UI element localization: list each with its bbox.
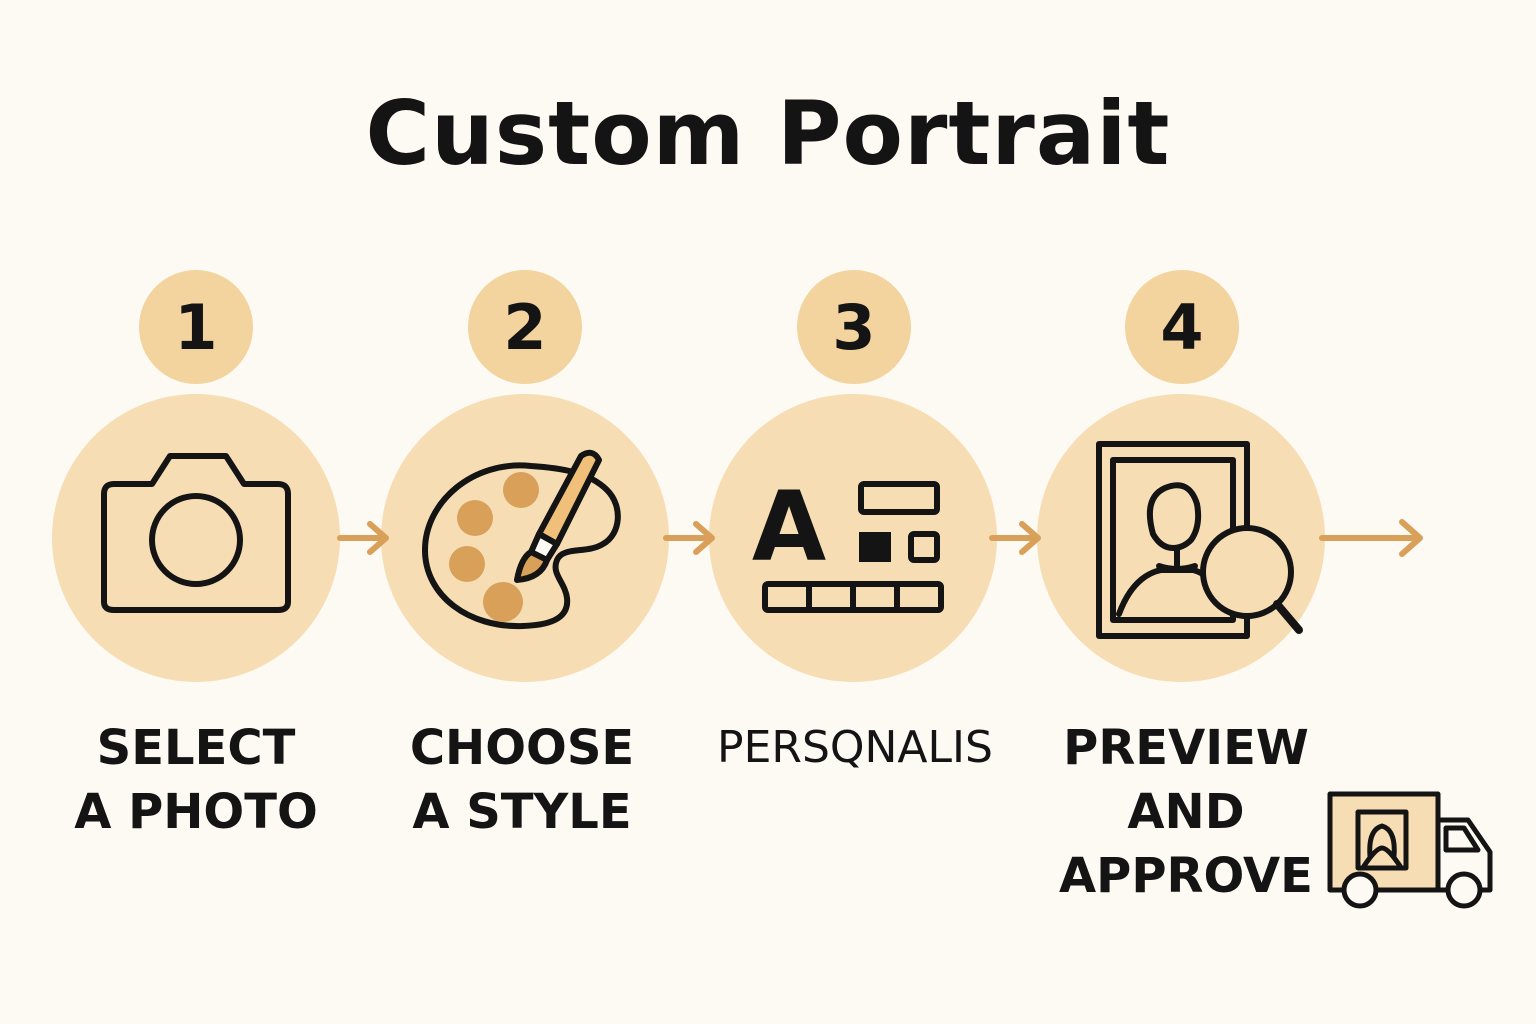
step-3-disc: A bbox=[709, 394, 997, 682]
delivery-truck-icon bbox=[1327, 791, 1493, 909]
step-4-label-line-3: APPROVE bbox=[1059, 848, 1313, 904]
step-4-disc bbox=[1037, 394, 1325, 682]
step-1-number: 1 bbox=[139, 270, 253, 384]
text-layout-icon: A bbox=[752, 471, 944, 613]
step-3-label-line-1: PERSQNALIS bbox=[717, 722, 993, 773]
arrow-2-to-3 bbox=[663, 521, 715, 555]
step-4-label: PREVIEW AND APPROVE bbox=[1036, 716, 1336, 908]
palette-brush-icon bbox=[422, 449, 621, 630]
step-3-number: 3 bbox=[797, 270, 911, 384]
step-2-label-line-1: CHOOSE bbox=[409, 720, 635, 776]
step-4-label-line-2: AND bbox=[1127, 784, 1245, 840]
step-2-number: 2 bbox=[468, 270, 582, 384]
camera-icon bbox=[101, 453, 291, 613]
step-3-label: PERSQNALIS bbox=[700, 716, 1010, 780]
arrow-1-to-2 bbox=[337, 521, 389, 555]
step-1-disc bbox=[52, 394, 340, 682]
arrow-3-to-4 bbox=[989, 521, 1041, 555]
step-4-label-line-1: PREVIEW bbox=[1063, 720, 1309, 776]
diagram-title: Custom Portrait bbox=[365, 82, 1171, 185]
step-1-label: SELECT A PHOTO bbox=[46, 716, 346, 844]
step-2-disc bbox=[381, 394, 669, 682]
portrait-magnifier-icon bbox=[1096, 441, 1303, 639]
step-1-label-line-2: A PHOTO bbox=[74, 784, 318, 840]
arrow-4-out bbox=[1319, 519, 1423, 557]
step-1-label-line-1: SELECT bbox=[96, 720, 296, 776]
text-letter-icon: A bbox=[752, 471, 826, 583]
step-4-number: 4 bbox=[1125, 270, 1239, 384]
step-2-label-line-2: A STYLE bbox=[412, 784, 632, 840]
step-2-label: CHOOSE A STYLE bbox=[372, 716, 672, 844]
